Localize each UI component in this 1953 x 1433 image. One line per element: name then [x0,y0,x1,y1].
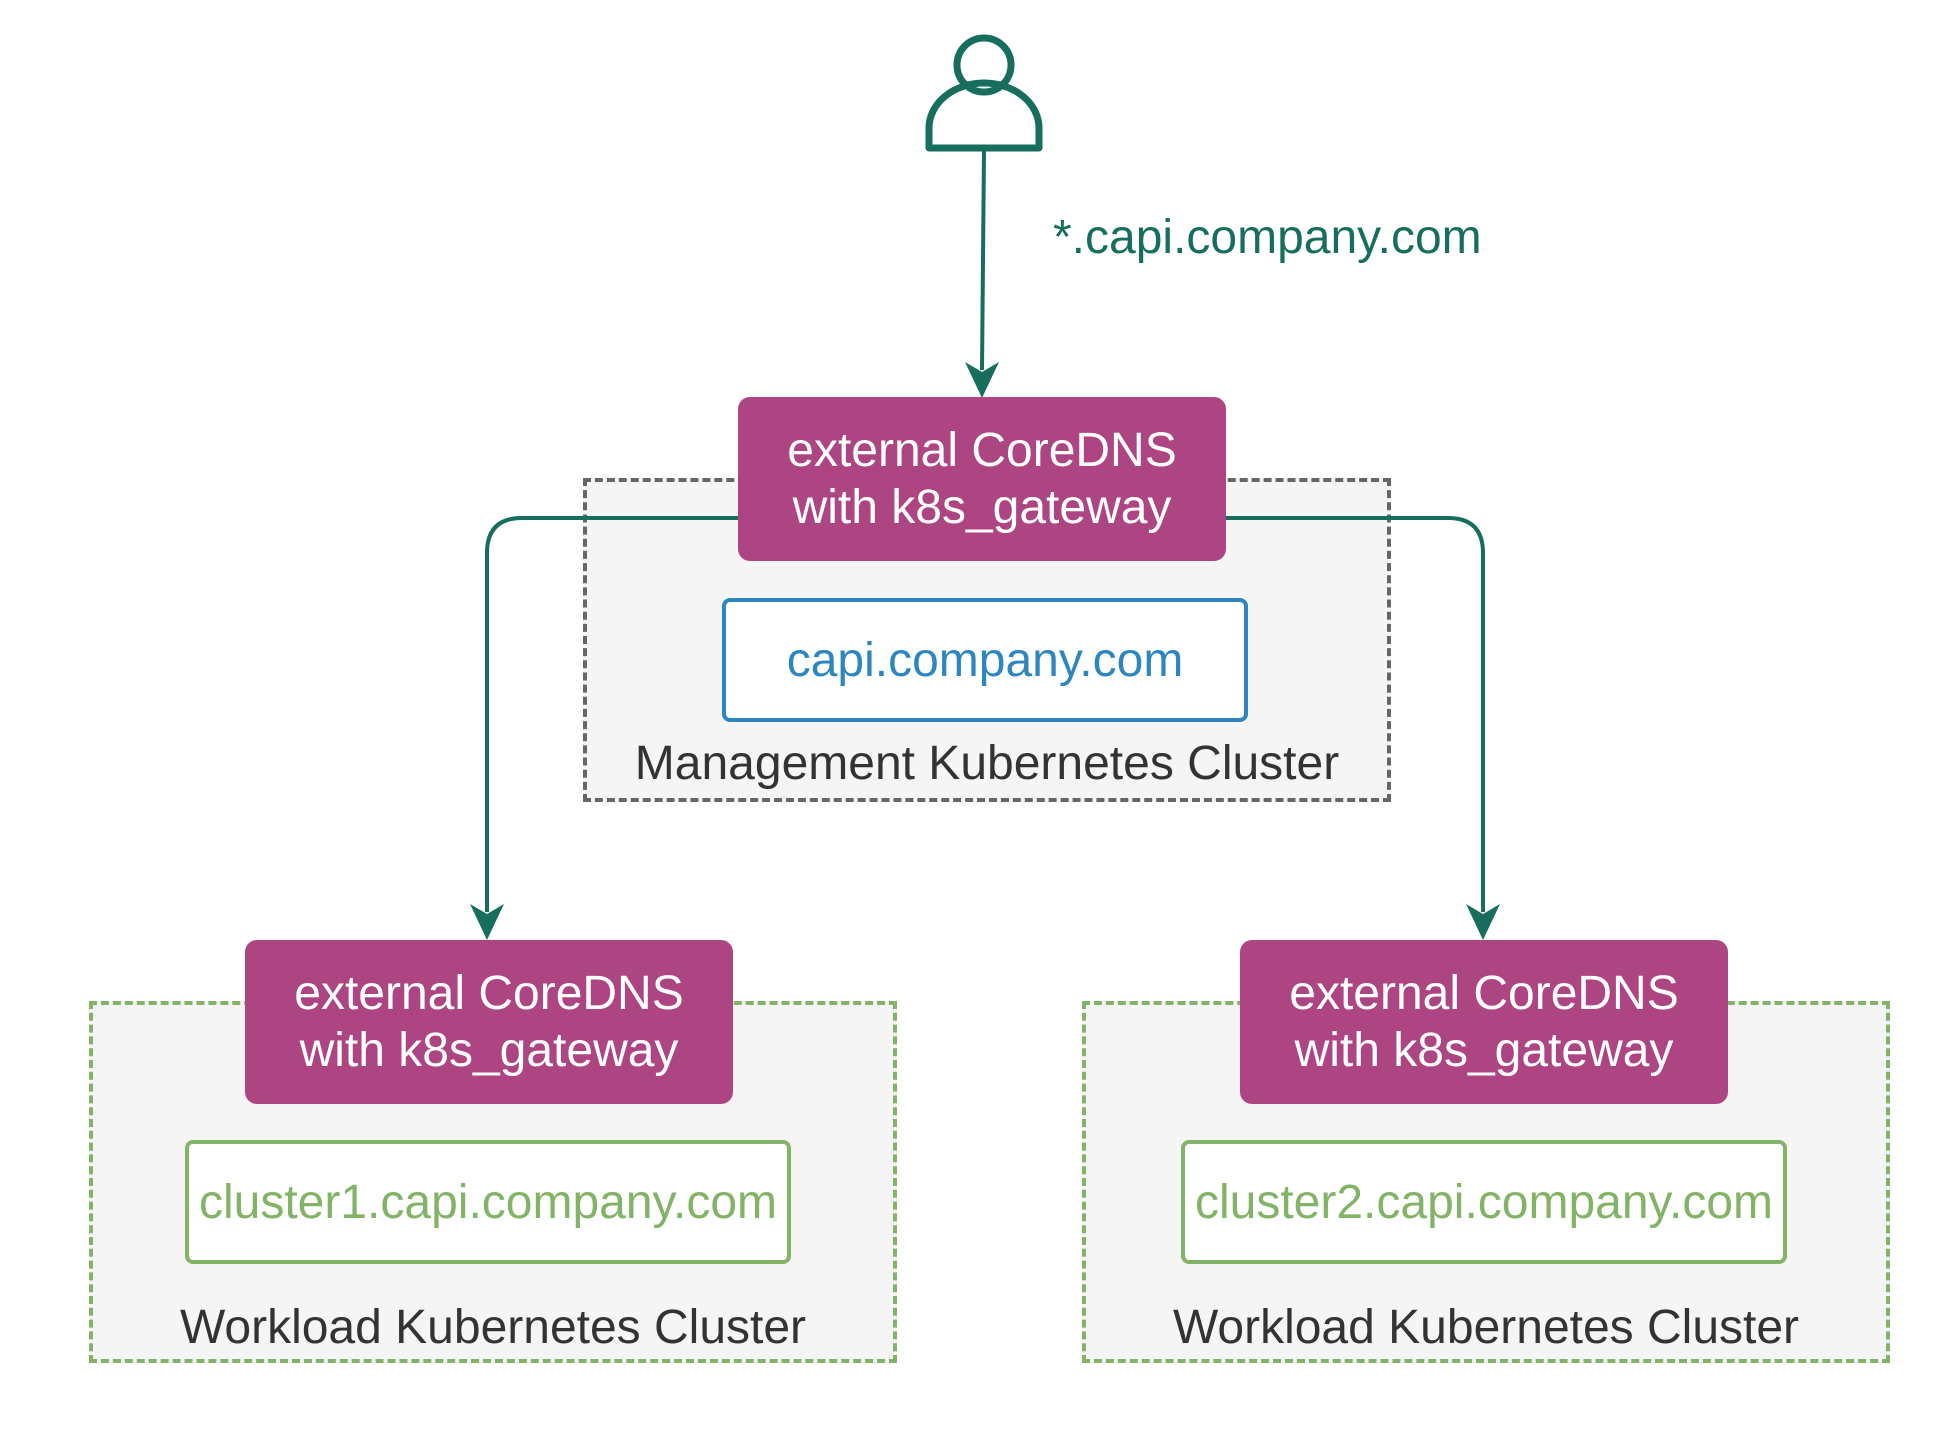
workload-cluster-1-label: Workload Kubernetes Cluster [179,1301,807,1354]
workload-1-coredns-line1: external CoreDNS [294,967,684,1020]
workload-1-coredns-node: external CoreDNS with k8s_gateway [245,940,733,1104]
user-icon [925,34,1043,152]
workload-1-domain-text: cluster1.capi.company.com [198,1175,777,1229]
workload-2-coredns-line1: external CoreDNS [1289,967,1679,1020]
workload-1-domain-box: cluster1.capi.company.com [185,1140,791,1264]
workload-1-coredns-line2: with k8s_gateway [299,1024,679,1077]
workload-2-domain-text: cluster2.capi.company.com [1194,1175,1773,1229]
workload-2-coredns-line2: with k8s_gateway [1294,1024,1674,1077]
wildcard-query-label: *.capi.company.com [1053,211,1482,264]
mgmt-to-cluster2-connector [1222,516,1485,912]
management-domain-text: capi.company.com [786,633,1184,687]
workload-2-domain-box: cluster2.capi.company.com [1181,1140,1787,1264]
management-coredns-line2: with k8s_gateway [792,481,1172,534]
arrowhead-mgmt [965,362,999,398]
management-domain-box: capi.company.com [722,598,1248,722]
arrowhead-cluster1 [470,904,504,940]
management-coredns-line1: external CoreDNS [787,424,1177,477]
workload-cluster-2-label: Workload Kubernetes Cluster [1172,1301,1800,1354]
workload-2-coredns-node: external CoreDNS with k8s_gateway [1240,940,1728,1104]
user-to-mgmt-connector [980,149,986,371]
management-cluster-label: Management Kubernetes Cluster [634,737,1340,790]
management-coredns-node: external CoreDNS with k8s_gateway [738,397,1226,561]
mgmt-to-cluster1-connector [485,516,738,912]
arrowhead-cluster2 [1466,904,1500,940]
